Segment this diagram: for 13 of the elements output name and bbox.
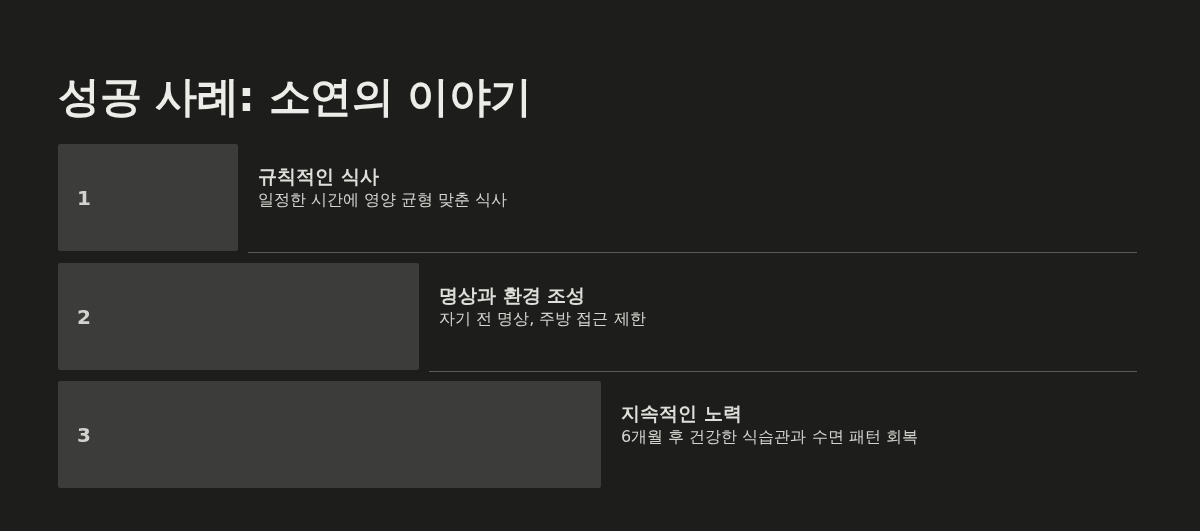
step-heading: 지속적인 노력 — [621, 400, 742, 425]
step-description: 6개월 후 건강한 식습관과 수면 패턴 회복 — [621, 426, 918, 447]
step-number: 1 — [77, 185, 91, 210]
step-bar — [58, 381, 601, 488]
step-number: 3 — [77, 422, 91, 447]
step-heading: 명상과 환경 조성 — [439, 282, 586, 307]
step-bar — [58, 263, 419, 370]
step-description: 일정한 시간에 영양 균형 맞춘 식사 — [258, 189, 508, 210]
step-bar — [58, 144, 238, 251]
step-heading: 규칙적인 식사 — [258, 163, 379, 188]
step-number: 2 — [77, 304, 91, 329]
step-description: 자기 전 명상, 주방 접근 제한 — [439, 308, 646, 329]
slide-title: 성공 사례: 소연의 이야기 — [58, 72, 532, 122]
